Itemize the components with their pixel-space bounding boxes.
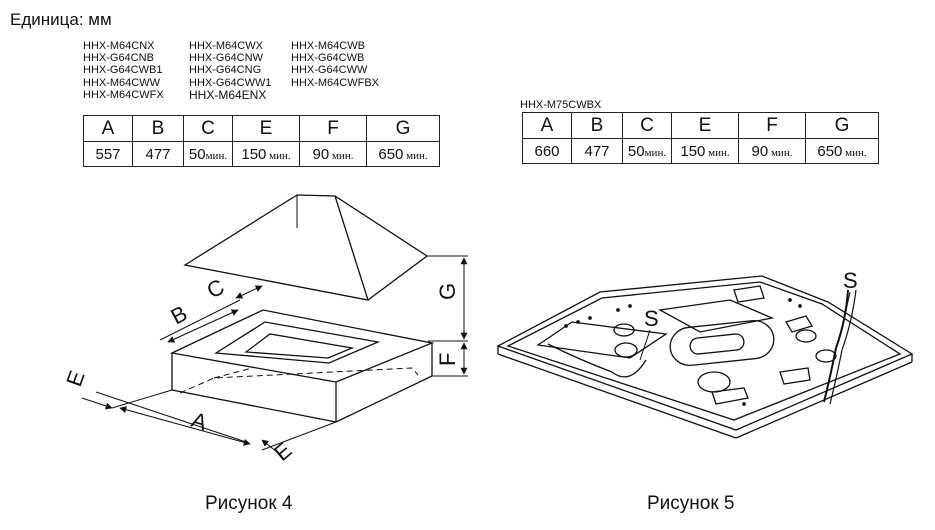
fig4-models-col-1: HHX-M64CNX HHX-G64CNB HHX-G64CWB1 HHX-M6… <box>83 40 164 101</box>
fig4-models-col-3: HHX-M64CWB HHX-G64CWB HHX-G64CWW HHX-M64… <box>291 40 379 89</box>
table-header-g: G <box>366 115 440 142</box>
model-name: HHX-M64CWB <box>291 40 365 52</box>
fig4-dimension-table: A B C E F G 557 477 50мин. 150 мин. 90 м… <box>83 115 440 167</box>
label-a: A <box>188 407 210 435</box>
table-header-e: E <box>232 115 300 142</box>
table-header-g: G <box>805 112 879 139</box>
cooktop-top <box>169 309 435 383</box>
unit-title: Единица: мм <box>10 10 112 29</box>
model-name: HHX-G64CWB1 <box>83 64 163 77</box>
table-cell-a: 660 <box>522 138 572 164</box>
label-s-right: S <box>843 268 858 293</box>
figure-4-caption: Рисунок 4 <box>205 493 293 514</box>
label-c: C <box>203 274 229 304</box>
table-header-f: F <box>738 112 806 139</box>
fig4-labels: G F B C A E E <box>61 274 460 466</box>
fig4-models-col-2: HHX-M64CWX HHX-G64CNW HHX-G64CNG HHX-G64… <box>189 40 272 101</box>
table-header-a: A <box>83 115 133 142</box>
figure-5-caption: Рисунок 5 <box>647 493 735 514</box>
model-name: HHX-G64CNW <box>189 52 263 65</box>
table-cell-f: 90 мин. <box>738 138 806 164</box>
model-name: HHX-G64CNB <box>83 52 154 65</box>
model-name: HHX-M64CNX <box>83 40 155 52</box>
table-header-c: C <box>622 112 672 139</box>
model-name: HHX-M64ENX <box>189 87 267 102</box>
fig5-drawing <box>496 275 914 439</box>
table-cell-e: 150 мин. <box>232 141 300 167</box>
table-cell-c: 50мин. <box>622 138 672 164</box>
fig5-labels: S S <box>644 268 858 331</box>
label-e-right: E <box>269 437 296 466</box>
table-header-b: B <box>132 115 184 142</box>
label-s-center: S <box>644 306 659 331</box>
table-cell-g: 650 мин. <box>805 138 879 164</box>
model-name: HHX-M64CWW <box>83 76 160 89</box>
label-b: B <box>167 300 192 329</box>
table-cell-b: 477 <box>132 141 184 167</box>
label-f: F <box>435 353 460 366</box>
table-cell-b: 477 <box>571 138 623 164</box>
fig5-model-name: HHX-M75CWBX <box>520 99 602 111</box>
model-name: HHX-M64CWFX <box>83 88 164 101</box>
label-e-left: E <box>61 367 90 389</box>
model-name: HHX-G64CWW1 <box>189 76 272 89</box>
model-name: HHX-G64CWB <box>291 52 365 65</box>
table-cell-c: 50мин. <box>183 141 233 167</box>
fig5-dimension-table: A B C E F G 660 477 50мин. 150 мин. 90 м… <box>522 112 879 164</box>
table-cell-g: 650 мин. <box>366 141 440 167</box>
model-name: HHX-G64CNG <box>189 64 262 77</box>
model-name: HHX-M64CWX <box>189 40 263 52</box>
model-name: HHX-M64CWFBX <box>291 76 380 89</box>
fig4-drawing <box>81 194 468 457</box>
model-name: HHX-G64CWW <box>291 64 368 77</box>
table-cell-e: 150 мин. <box>671 138 739 164</box>
hood-top <box>183 194 429 301</box>
label-g: G <box>435 283 460 300</box>
